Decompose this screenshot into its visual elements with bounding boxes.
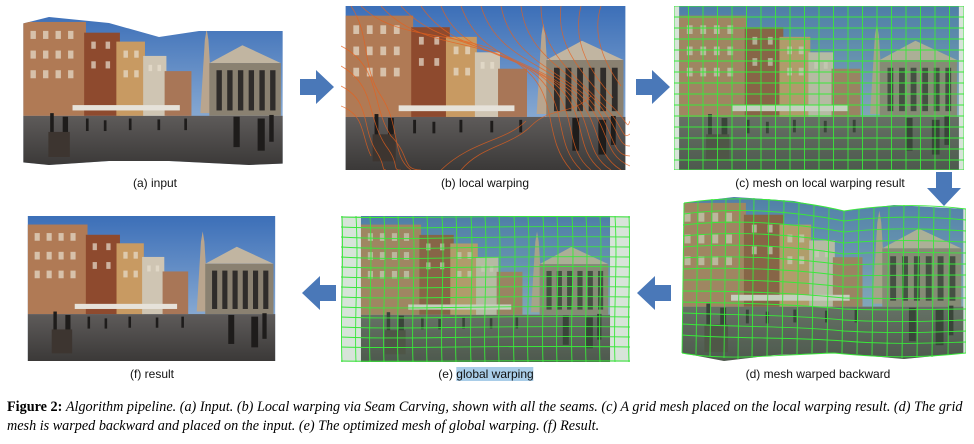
panel-e-global-warping-image: [341, 216, 630, 362]
panel-c-label: (c) mesh on local warping result: [735, 176, 905, 190]
panel-e-label-highlight: global warping: [456, 367, 534, 381]
figure-caption: Figure 2: Algorithm pipeline. (a) Input.…: [7, 398, 969, 436]
panel-d-mesh-warped-backward-image: [674, 193, 966, 361]
panel-e-label-prefix: (e): [438, 367, 457, 381]
arrow-left-icon: [637, 276, 671, 310]
panel-b-local-warping-image: [341, 6, 630, 170]
arrow-down-icon: [927, 172, 961, 206]
caption-body: Algorithm pipeline. (a) Input. (b) Local…: [7, 399, 963, 434]
panel-e-label: (e) global warping: [438, 367, 534, 381]
panel-b-label: (b) local warping: [440, 176, 530, 190]
panel-f-result-image: [8, 216, 295, 361]
arrow-left-icon: [302, 276, 336, 310]
panel-d-label: (d) mesh warped backward: [745, 367, 891, 381]
caption-heading: Figure 2:: [7, 399, 63, 415]
panel-c-mesh-on-local-warping-image: [674, 6, 964, 170]
arrow-right-icon: [636, 70, 670, 104]
arrow-right-icon: [300, 70, 334, 104]
panel-a-label: (a) input: [132, 176, 178, 190]
panel-a-input-image: [9, 13, 297, 165]
panel-f-label: (f) result: [129, 367, 175, 381]
